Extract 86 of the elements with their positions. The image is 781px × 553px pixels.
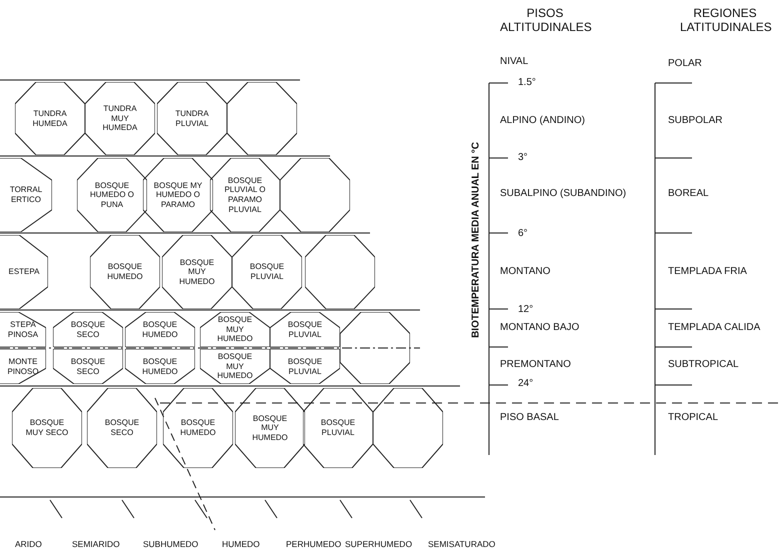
empty-life-zone-cell [373, 388, 443, 468]
temperature-value: 12° [518, 304, 534, 315]
zone-name: STEPA PINOSA [6, 320, 40, 340]
life-zone-cell [163, 388, 233, 468]
temperature-value: 1.5° [518, 77, 536, 88]
latitudinal-region: TEMPLADA FRIA [668, 266, 747, 277]
life-zone-cell [270, 312, 340, 347]
temperature-value: 24° [518, 378, 534, 389]
empty-life-zone-cell [227, 82, 297, 155]
altitudinal-belt: PREMONTANO [500, 359, 571, 370]
zone-name: BOSQUE SECO [70, 320, 106, 340]
life-zone-cell [125, 312, 195, 347]
life-zone-cell [77, 158, 147, 232]
zone-name: BOSQUE HUMEDO [141, 320, 179, 340]
life-zone-cell [235, 388, 305, 468]
life-zone-cell [162, 235, 232, 309]
altitudinal-belt: ALPINO (ANDINO) [500, 115, 586, 126]
life-zone-cell [85, 82, 155, 155]
humidity-province: PERHUMEDO [286, 539, 342, 549]
humidity-province: SEMIARIDO [72, 539, 120, 549]
zone-name: BOSQUE PLUVIAL [320, 418, 356, 438]
life-zone-cell [12, 388, 82, 468]
life-zone-cell [232, 235, 302, 309]
empty-life-zone-cell [340, 312, 410, 384]
life-zone-cell [53, 312, 123, 347]
empty-life-zone-cell [280, 158, 350, 232]
zone-name: BOSQUE MUY HUMEDO [216, 352, 254, 381]
life-zone-cell [0, 312, 46, 347]
zone-name: TUNDRA PLUVIAL [174, 108, 210, 128]
life-zone-cell [15, 82, 85, 155]
column-heading: PISOS ALTITUDINALES [500, 6, 590, 34]
altitudinal-belt: NIVAL [500, 56, 528, 67]
altitudinal-belt: MONTANO [500, 266, 550, 277]
empty-life-zone-cell [305, 235, 375, 309]
latitudinal-region: POLAR [668, 58, 702, 69]
latitudinal-region: BOREAL [668, 188, 709, 199]
zone-name: BOSQUE MY HUMEDO O PARAMO [152, 180, 204, 210]
temperature-value: 6° [518, 228, 528, 239]
zone-name: BOSQUE MUY HUMEDO [251, 414, 289, 442]
life-zone-cell [210, 158, 280, 232]
latitudinal-region: TEMPLADA CALIDA [668, 322, 760, 333]
zone-name: TUNDRA HUMEDA [32, 108, 68, 128]
life-zone-cell [0, 235, 48, 309]
zone-name: MONTE PINOSO [6, 356, 40, 376]
life-zone-cell [143, 158, 213, 232]
column-heading: REGIONES LATITUDINALES [680, 6, 770, 34]
life-zone-cell [53, 349, 123, 384]
life-zone-cell [0, 158, 52, 232]
life-zone-cell [125, 349, 195, 384]
life-zone-cell [87, 388, 157, 468]
zone-name: BOSQUE HUMEDO [179, 418, 217, 438]
zone-name: BOSQUE PLUVIAL [286, 320, 324, 340]
humidity-province: SUBHUMEDO [143, 539, 198, 549]
zone-name: BOSQUE PLUVIAL O PARAMO PLUVIAL [223, 176, 267, 214]
humidity-province: HUMEDO [222, 539, 260, 549]
zone-name: BOSQUE MUY HUMEDO [216, 315, 254, 344]
life-zone-cell [200, 349, 270, 384]
latitudinal-region: TROPICAL [668, 412, 718, 423]
life-zone-cell [90, 235, 160, 309]
zone-name: BOSQUE HUMEDO [141, 356, 179, 376]
altitudinal-belt: SUBALPINO (SUBANDINO) [500, 188, 626, 199]
zone-name: ESTEPA [8, 267, 40, 277]
zone-name: BOSQUE PLUVIAL [248, 262, 286, 282]
zone-name: TORRAL ERTICO [8, 185, 44, 205]
humidity-province: ARIDO [15, 539, 42, 549]
zone-name: BOSQUE MUY HUMEDO [178, 258, 216, 286]
altitudinal-belt: PISO BASAL [500, 412, 559, 423]
humidity-province: SEMISATURADO [428, 539, 496, 549]
zone-name: BOSQUE HUMEDO [106, 262, 144, 282]
life-zone-cell [0, 349, 46, 384]
life-zone-cell [270, 349, 340, 384]
life-zone-cell [157, 82, 227, 155]
zone-name: BOSQUE HUMEDO O PUNA [89, 180, 135, 210]
zone-name: BOSQUE PLUVIAL [286, 356, 324, 376]
altitudinal-belt: MONTANO BAJO [500, 322, 580, 333]
latitudinal-region: SUBTROPICAL [668, 359, 739, 370]
latitudinal-region: SUBPOLAR [668, 115, 722, 126]
life-zone-cell [200, 312, 270, 347]
humidity-province: SUPERHUMEDO [345, 539, 412, 549]
axis-title: BIOTEMPERATURA MEDIA ANUAL EN °C [470, 142, 482, 338]
zone-name: BOSQUE SECO [70, 356, 106, 376]
zone-name: TUNDRA MUY HUMEDA [102, 104, 138, 133]
zone-name: BOSQUE MUY SECO [24, 418, 70, 438]
zone-name: BOSQUE SECO [104, 418, 140, 438]
temperature-value: 3° [518, 152, 528, 163]
life-zone-cell [303, 388, 373, 468]
